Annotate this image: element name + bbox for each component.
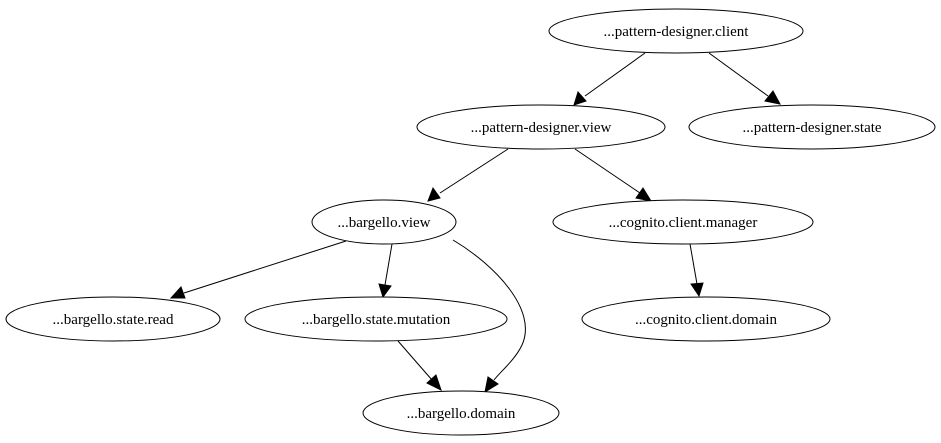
node-shape xyxy=(362,390,560,436)
node-shape xyxy=(548,8,804,54)
edge-pd-view-to-cognito-mgr xyxy=(574,148,653,202)
edge-bargello-view-to-state-read xyxy=(169,240,347,299)
node-cognito-mgr: ...cognito.client.manager xyxy=(552,199,814,245)
node-label: ...bargello.domain xyxy=(407,406,516,422)
edge-bargello-view-to-bargello-domain xyxy=(452,239,526,394)
edge-line xyxy=(183,240,347,294)
edge-pd-view-to-bargello-view xyxy=(427,148,509,202)
edge-line xyxy=(452,239,526,381)
arrowhead-icon xyxy=(427,186,441,202)
edges-layer xyxy=(169,52,781,394)
edge-line xyxy=(708,52,769,97)
edge-bargello-view-to-state-mutation xyxy=(378,243,393,299)
arrowhead-icon xyxy=(484,376,499,394)
node-pd-client: ...pattern-designer.client xyxy=(548,8,804,54)
arrowhead-icon xyxy=(635,187,653,202)
node-shape xyxy=(244,296,508,342)
arrowhead-icon xyxy=(764,90,781,105)
edge-line xyxy=(689,243,698,285)
node-state-mutation: ...bargello.state.mutation xyxy=(244,296,508,342)
node-label: ...pattern-designer.client xyxy=(604,24,750,40)
node-shape xyxy=(552,199,814,245)
node-label: ...pattern-designer.state xyxy=(742,120,881,136)
node-shape xyxy=(581,296,831,342)
arrowhead-icon xyxy=(169,286,186,299)
node-label: ...bargello.state.read xyxy=(53,312,174,328)
arrowhead-icon xyxy=(690,282,704,298)
node-label: ...pattern-designer.view xyxy=(471,120,612,136)
arrowhead-icon xyxy=(573,91,587,106)
node-label: ...bargello.state.mutation xyxy=(302,312,451,328)
edge-line xyxy=(584,52,646,97)
node-label: ...bargello.view xyxy=(337,215,430,231)
edge-pd-client-to-pd-state xyxy=(708,52,781,105)
arrowhead-icon xyxy=(426,374,442,391)
edge-cognito-mgr-to-cognito-domain xyxy=(689,243,704,298)
edge-line xyxy=(384,243,393,286)
node-label: ...cognito.client.manager xyxy=(609,215,758,231)
node-shape xyxy=(688,104,936,150)
node-cognito-domain: ...cognito.client.domain xyxy=(581,296,831,342)
node-bargello-view: ...bargello.view xyxy=(311,199,457,245)
edge-state-mutation-to-bargello-domain xyxy=(397,340,442,391)
arrowhead-icon xyxy=(378,283,392,299)
node-shape xyxy=(311,199,457,245)
edge-pd-client-to-pd-view xyxy=(573,52,646,106)
edge-line xyxy=(397,340,433,381)
node-pd-state: ...pattern-designer.state xyxy=(688,104,936,150)
node-pd-view: ...pattern-designer.view xyxy=(416,104,666,150)
node-shape xyxy=(416,104,666,150)
edge-line xyxy=(439,148,509,194)
node-state-read: ...bargello.state.read xyxy=(5,296,221,342)
node-label: ...cognito.client.domain xyxy=(635,312,778,328)
nodes-layer: ...pattern-designer.client ...pattern-des… xyxy=(5,8,936,436)
edge-line xyxy=(574,148,641,194)
node-shape xyxy=(5,296,221,342)
node-bargello-domain: ...bargello.domain xyxy=(362,390,560,436)
